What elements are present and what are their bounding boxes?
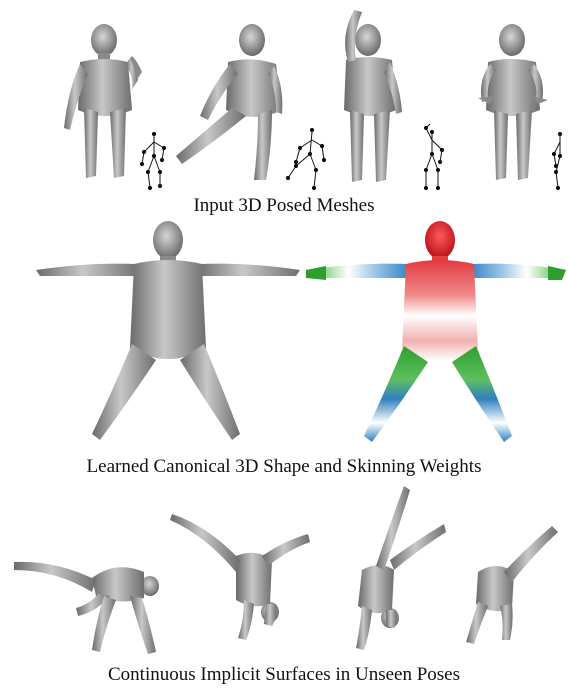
implicit-surface-4 xyxy=(466,526,558,644)
caption-unseen-poses: Continuous Implicit Surfaces in Unseen P… xyxy=(0,664,568,686)
implicit-surface-3 xyxy=(356,486,446,650)
skeleton-1 xyxy=(140,132,165,189)
posed-mesh-1 xyxy=(64,24,142,178)
canonical-shape xyxy=(36,221,300,440)
skinning-weights xyxy=(306,221,566,442)
implicit-surface-2 xyxy=(170,514,310,640)
posed-mesh-3 xyxy=(344,10,402,182)
skeleton-2 xyxy=(286,128,325,189)
posed-mesh-2 xyxy=(176,24,282,180)
skeleton-4 xyxy=(552,132,561,189)
implicit-surface-1 xyxy=(14,562,159,654)
skeleton-3 xyxy=(424,124,443,190)
caption-canonical-shape: Learned Canonical 3D Shape and Skinning … xyxy=(0,456,568,478)
caption-input-meshes: Input 3D Posed Meshes xyxy=(0,195,568,217)
posed-mesh-4 xyxy=(478,24,548,180)
